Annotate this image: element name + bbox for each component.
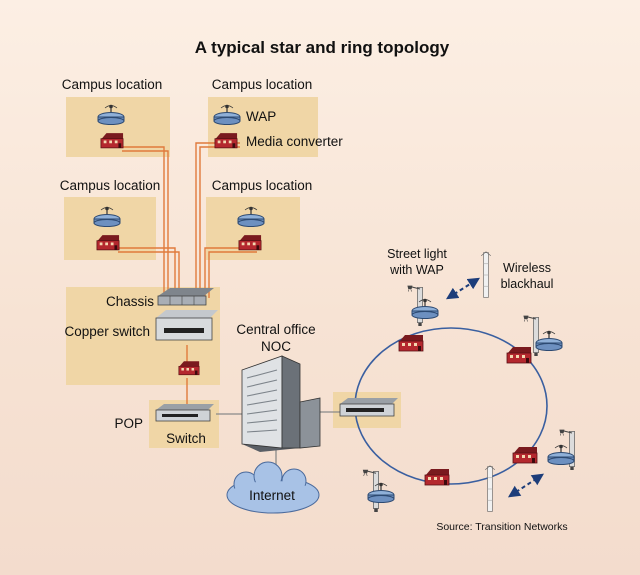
campus-location-label: Campus location: [62, 77, 163, 92]
campus-location-label: Campus location: [212, 178, 313, 193]
wap-icon: [535, 330, 563, 352]
wireless-tower-icon: [480, 251, 492, 298]
building-icon: [424, 468, 450, 486]
street-light-label: Street light: [387, 247, 447, 261]
media-converter-label: Media converter: [246, 134, 343, 149]
campus-panel-mid-left: [64, 197, 156, 260]
wap-icon: [367, 482, 395, 504]
copper-switch-device: [155, 310, 218, 341]
pop-switch-device: [155, 404, 214, 422]
campus-panel-mid-right: [206, 197, 300, 260]
central-office-building: [241, 355, 321, 452]
wireless-label: Wireless: [503, 261, 551, 275]
chassis-label: Chassis: [106, 294, 154, 309]
building-icon: [506, 346, 532, 364]
copper-switch-label: Copper switch: [64, 324, 150, 339]
central-office-label: Central office: [236, 322, 315, 337]
internet-cloud: [226, 461, 320, 514]
switch-label: Switch: [166, 431, 206, 446]
wap-icon: [411, 298, 439, 320]
figure-title: A typical star and ring topology: [195, 38, 450, 57]
internet-label: Internet: [249, 488, 295, 503]
noc-switch-device: [339, 398, 398, 417]
pop-label: POP: [114, 416, 143, 431]
source-credit: Source: Transition Networks: [436, 521, 567, 533]
wap-label: WAP: [246, 109, 276, 124]
campus-location-label: Campus location: [60, 178, 161, 193]
building-icon: [512, 446, 538, 464]
with-wap-label: with WAP: [389, 263, 444, 277]
wireless-link-top: [445, 277, 481, 300]
wireless-tower-icon: [484, 465, 496, 512]
street-light-icon: [406, 285, 424, 326]
noc-label: NOC: [261, 339, 291, 354]
chassis-device: [157, 288, 214, 306]
campus-location-label: Campus location: [212, 77, 313, 92]
blackhaul-label: blackhaul: [501, 277, 554, 291]
wireless-link-bottom: [507, 473, 545, 498]
building-icon: [398, 334, 424, 352]
